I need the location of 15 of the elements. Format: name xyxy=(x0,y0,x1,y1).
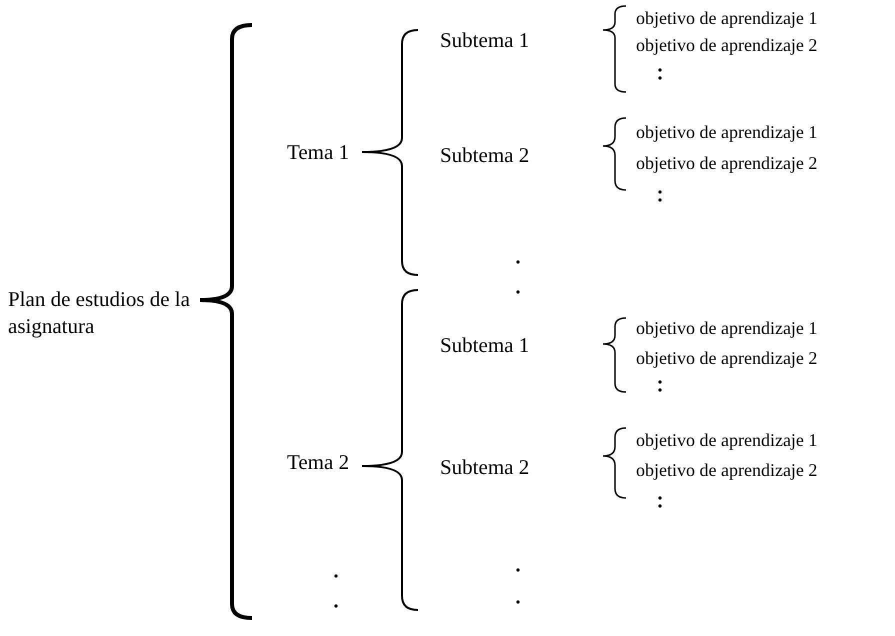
objective-text: objetivo de aprendizaje 2 xyxy=(636,459,818,481)
subtopic-label: Subtema 2 xyxy=(440,142,530,168)
objective-text: objetivo de aprendizaje 1 xyxy=(636,429,818,451)
objective-text: objetivo de aprendizaje 1 xyxy=(636,317,818,339)
objective-text: objetivo de aprendizaje 2 xyxy=(636,347,818,369)
subtopic-label: Subtema 1 xyxy=(440,332,530,358)
subtopic-label: Subtema 1 xyxy=(440,27,530,53)
subtopic-label: Subtema 2 xyxy=(440,454,530,480)
objective-text: objetivo de aprendizaje 2 xyxy=(636,34,818,56)
topic-label: Tema 2 xyxy=(287,449,350,475)
objective-text: objetivo de aprendizaje 2 xyxy=(636,152,818,174)
objective-text: objetivo de aprendizaje 1 xyxy=(636,121,818,143)
topic-label: Tema 1 xyxy=(287,139,350,165)
objective-text: objetivo de aprendizaje 1 xyxy=(636,7,818,29)
root-topic: Plan de estudios de la asignatura xyxy=(8,286,203,340)
